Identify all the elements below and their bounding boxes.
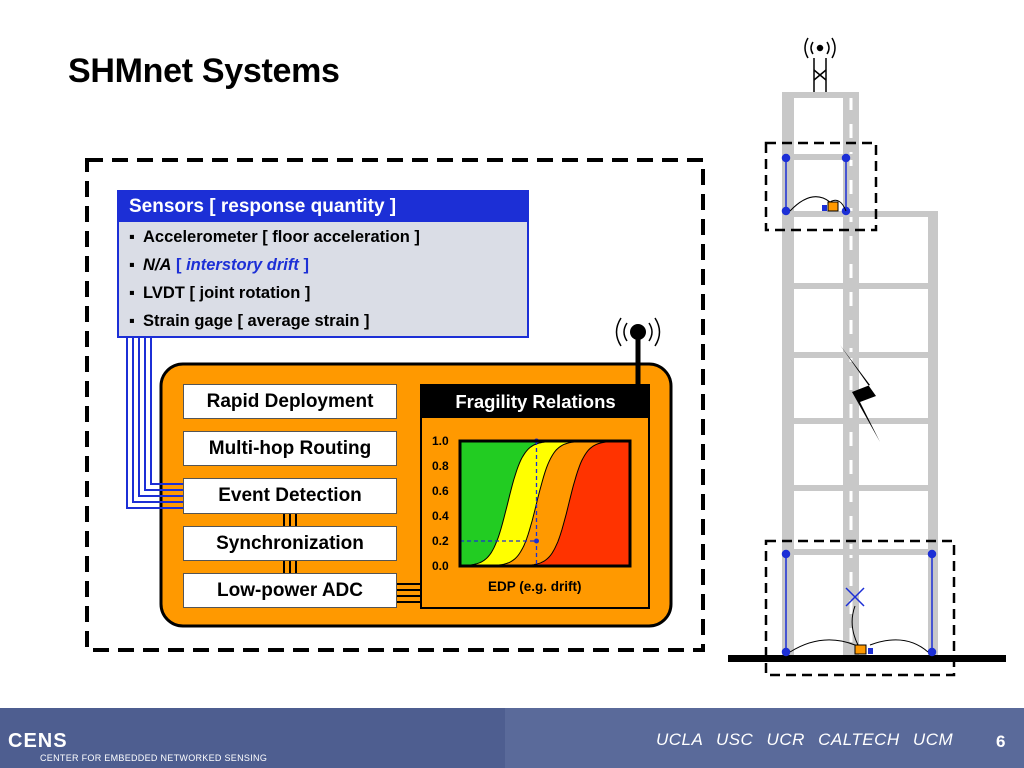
crack-icon [840, 345, 880, 442]
tower-antenna-icon [804, 37, 836, 92]
page-number: 6 [996, 732, 1006, 751]
sensor-item-strain-gage: ▪Strain gage [ average strain ] [129, 312, 370, 330]
node-antenna-tip [630, 324, 646, 340]
sensor-bus-wires [126, 338, 183, 509]
function-low-power-adc: Low-power ADC [183, 573, 397, 608]
y-tick-label: 0.4 [432, 509, 449, 523]
upper-sensor-box [764, 141, 878, 232]
slide-title: SHMnet Systems [68, 52, 340, 90]
cens-tagline: CENTER FOR EMBEDDED NETWORKED SENSING [40, 753, 268, 763]
sensors-panel: Sensors [ response quantity ] ▪Accelerom… [117, 190, 529, 338]
upper-sensor-node [827, 201, 839, 212]
fragility-title: Fragility Relations [422, 385, 649, 418]
y-tick-label: 1.0 [432, 434, 449, 448]
sensor-item-accelerometer: ▪Accelerometer [ floor acceleration ] [129, 228, 420, 246]
function-multi-hop-routing: Multi-hop Routing [183, 431, 397, 466]
y-tick-label: 0.6 [432, 484, 449, 498]
footer-left-band [0, 708, 505, 768]
lower-sensor-box [764, 539, 956, 677]
sensor-drift-quantity: interstory drift [186, 256, 299, 274]
ground-line [728, 655, 1006, 662]
building-tower [728, 37, 1006, 677]
y-tick-label: 0.0 [432, 559, 449, 573]
function-synchronization: Synchronization [183, 526, 397, 561]
university-list: UCLA USC UCR CALTECH UCM [656, 730, 954, 749]
system-dashed-frame [85, 158, 705, 652]
function-event-detection: Event Detection [183, 478, 397, 514]
y-tick-label: 0.2 [432, 534, 449, 548]
scene-graphics [85, 37, 1006, 677]
fragility-chart [458, 438, 632, 568]
footer-bar: CENS CENTER FOR EMBEDDED NETWORKED SENSI… [0, 708, 1024, 768]
sensors-header: Sensors [ response quantity ] [119, 192, 527, 222]
node-antenna-waves-icon [615, 317, 661, 347]
function-rapid-deployment: Rapid Deployment [183, 384, 397, 419]
sensor-drift-name: N/A [143, 256, 172, 274]
chart-plot-frame [458, 439, 632, 568]
sensor-item-drift: ▪N/A [ interstory drift ] [129, 256, 309, 274]
chart-x-label: EDP (e.g. drift) [488, 579, 582, 594]
cens-logo: CENS [8, 730, 68, 752]
y-tick-label: 0.8 [432, 459, 449, 473]
marker-point-bottom [534, 538, 539, 544]
bus-connectors [283, 514, 422, 603]
sensor-item-lvdt: ▪LVDT [ joint rotation ] [129, 284, 311, 302]
lower-sensor-node [854, 644, 867, 655]
